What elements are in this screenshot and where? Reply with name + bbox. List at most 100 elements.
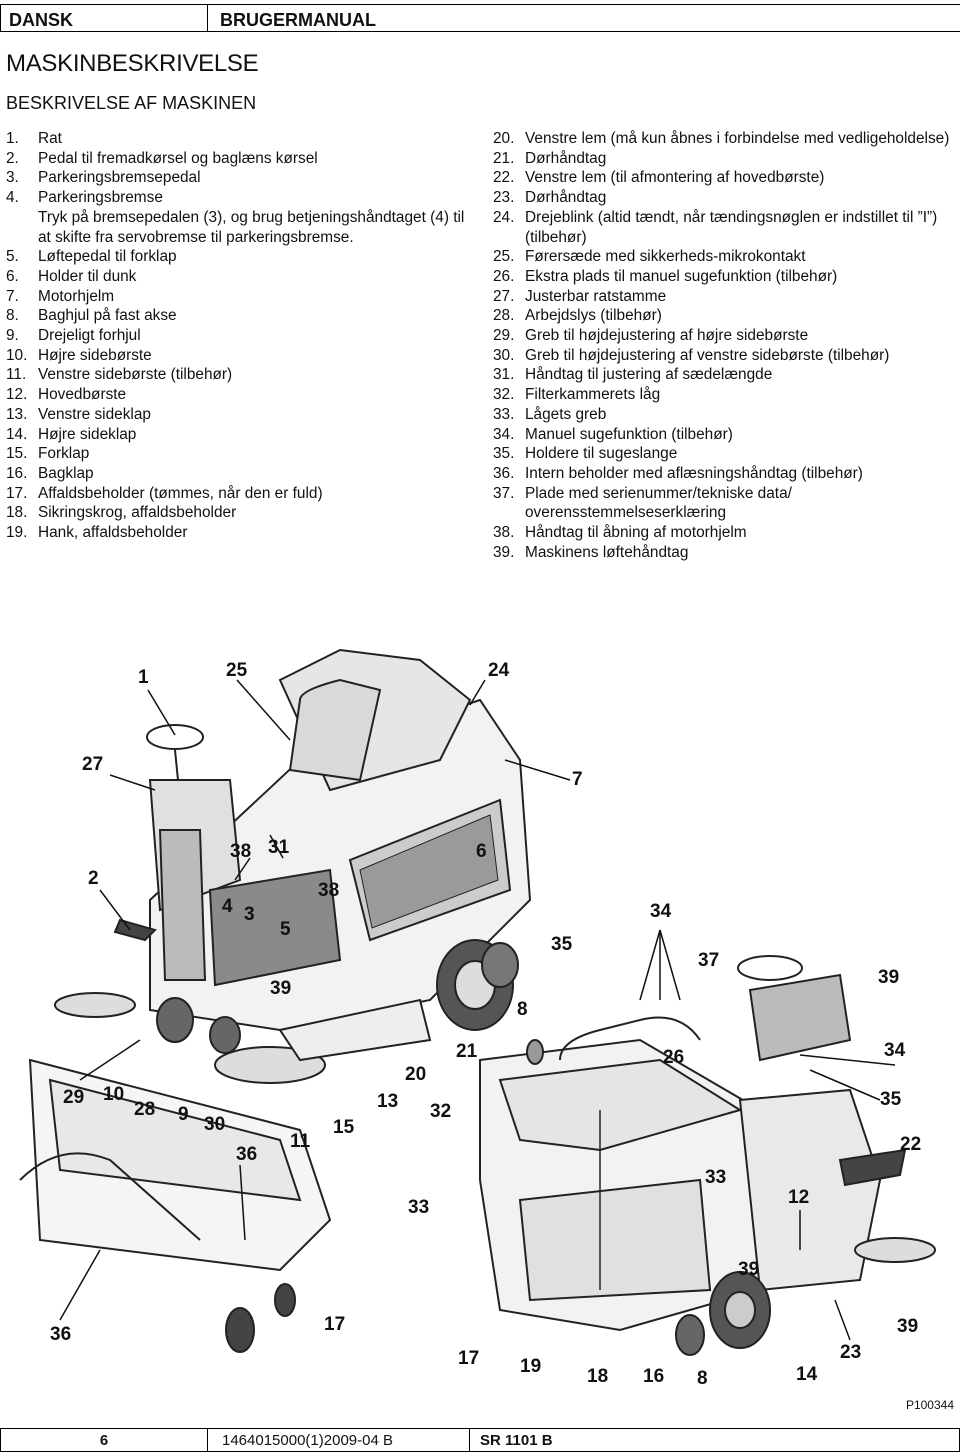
figure-callout: 39 <box>270 978 291 999</box>
list-item: 24.Drejeblink (altid tændt, når tændings… <box>493 208 955 247</box>
figure-callout: 24 <box>488 660 510 681</box>
item-text: Dørhåndtag <box>525 189 607 207</box>
list-item: 21.Dørhåndtag <box>493 149 955 169</box>
header-doc-type: BRUGERMANUAL <box>207 4 960 32</box>
item-text: Affaldsbeholder (tømmes, når den er fuld… <box>38 484 323 502</box>
header-language: DANSK <box>0 4 207 32</box>
item-text: Plade med serienummer/tekniske data/ ove… <box>525 484 792 522</box>
list-item: 32. Filterkammerets låg <box>493 385 955 405</box>
item-number: 13. <box>6 405 28 423</box>
list-item: 28.Arbejdslys (tilbehør) <box>493 306 955 326</box>
list-item: 13. Venstre sideklap <box>6 405 476 425</box>
figure-callout: 34 <box>884 1040 906 1061</box>
item-text: Lågets greb <box>525 405 607 423</box>
item-number: 32. <box>493 386 515 404</box>
figure-code: P100344 <box>905 1398 954 1412</box>
item-number: 19. <box>6 524 28 542</box>
item-number: 28. <box>493 307 515 325</box>
item-number: 9. <box>6 327 19 345</box>
list-item: 2.Pedal til fremadkørsel og baglæns kørs… <box>6 149 476 169</box>
page-number: 6 <box>0 1428 207 1452</box>
item-text: Parkeringsbremsepedal <box>38 169 201 187</box>
list-item: 38.Håndtag til åbning af motorhjelm <box>493 523 955 543</box>
list-item: 25.Førersæde med sikkerheds-mikrokontakt <box>493 247 955 267</box>
item-number: 1. <box>6 130 19 147</box>
figure-callout: 11 <box>290 1131 311 1152</box>
item-text: Venstre lem (må kun åbnes i forbindelse … <box>525 130 950 147</box>
list-item: 30.Greb til højdejustering af venstre si… <box>493 346 955 366</box>
item-number: 11. <box>6 366 27 384</box>
list-item: 22. Venstre lem (til afmontering af hoved… <box>493 168 955 188</box>
item-text: Drejeblink (altid tændt, når tændingsnøg… <box>525 208 938 246</box>
item-text: Håndtag til justering af sædelængde <box>525 366 773 384</box>
item-list-left: 1. Rat 2.Pedal til fremadkørsel og baglæns… <box>6 129 476 543</box>
list-item: 23.Dørhåndtag <box>493 188 955 208</box>
item-text: Ekstra plads til manuel sugefunktion (ti… <box>525 267 838 285</box>
list-item: 12.Hovedbørste <box>6 385 476 405</box>
item-number: 3. <box>6 169 19 187</box>
item-text: Højre sidebørste <box>38 346 152 364</box>
list-item: 16.Bagklap <box>6 464 476 484</box>
item-text: Hovedbørste <box>38 386 127 404</box>
item-number: 25. <box>493 248 515 266</box>
item-number: 18. <box>6 504 28 522</box>
figure-callout: 20 <box>405 1064 426 1085</box>
item-text: Manuel sugefunktion (tilbehør) <box>525 425 733 443</box>
item-number: 5. <box>6 248 19 266</box>
figure-callout: 38 <box>230 841 251 862</box>
figure-callout: 2 <box>88 868 99 889</box>
item-text: Venstre sideklap <box>38 405 151 423</box>
figure-callout: 1 <box>138 667 149 688</box>
figure-callout: 5 <box>280 919 291 940</box>
list-item: 37.Plade med serienummer/tekniske data/ … <box>493 484 955 523</box>
item-text: Rat <box>38 130 62 147</box>
machine-drawing-right <box>479 955 936 1356</box>
page-header: DANSK BRUGERMANUAL <box>0 4 960 32</box>
figure-callout: 39 <box>738 1259 759 1280</box>
figure-callout: 30 <box>204 1114 225 1135</box>
model-name: SR 1101 B <box>469 1428 960 1452</box>
item-number: 35. <box>493 445 515 463</box>
item-text: Greb til højdejustering af venstre sideb… <box>525 346 890 364</box>
figure-callout: 21 <box>456 1041 478 1062</box>
item-number: 33. <box>493 405 515 423</box>
figure-callout: 31 <box>268 837 290 858</box>
item-number: 22. <box>493 169 515 187</box>
figure-callout: 34 <box>650 901 672 922</box>
figure-callout: 32 <box>430 1101 451 1122</box>
figure-callout: 36 <box>236 1144 257 1165</box>
item-text: Pedal til fremadkørsel og baglæns kørsel <box>38 149 318 167</box>
item-text: Bagklap <box>38 464 94 482</box>
item-number: 8. <box>6 307 19 325</box>
figure-callout: 36 <box>50 1324 71 1345</box>
item-text: Filterkammerets låg <box>525 386 661 404</box>
item-number: 6. <box>6 267 19 285</box>
figure-callout: 14 <box>796 1364 818 1385</box>
machine-drawing-left <box>19 648 532 1353</box>
item-number: 26. <box>493 267 515 285</box>
item-number: 29. <box>493 327 515 345</box>
item-text: Venstre lem (til afmontering af hovedbør… <box>525 169 825 187</box>
figure-callout: 7 <box>572 769 583 790</box>
list-item: 27.Justerbar ratstamme <box>493 287 955 307</box>
item-number: 4. <box>6 189 19 207</box>
list-item: 29.Greb til højdejustering af højre side… <box>493 326 955 346</box>
list-item: 1. Rat <box>6 129 476 149</box>
list-item: 34.Manuel sugefunktion (tilbehør) <box>493 425 955 445</box>
item-text: Hank, affaldsbeholder <box>38 524 188 542</box>
item-list-right: 20.Venstre lem (må kun åbnes i forbindel… <box>493 129 955 562</box>
list-item: 35.Holdere til sugeslange <box>493 444 955 464</box>
list-item: 14.Højre sideklap <box>6 425 476 445</box>
item-number: 7. <box>6 287 19 305</box>
figure-callout: 17 <box>458 1348 479 1369</box>
figure-callout: 26 <box>663 1047 684 1068</box>
item-number: 17. <box>6 484 28 502</box>
item-text: Håndtag til åbning af motorhjelm <box>525 524 747 542</box>
figure-callout: 39 <box>878 967 899 988</box>
figure-callout: 13 <box>377 1091 398 1112</box>
figure-callout: 25 <box>226 660 248 681</box>
item-text: Sikringskrog, affaldsbeholder <box>38 504 237 522</box>
figure-callout: 8 <box>517 999 528 1020</box>
